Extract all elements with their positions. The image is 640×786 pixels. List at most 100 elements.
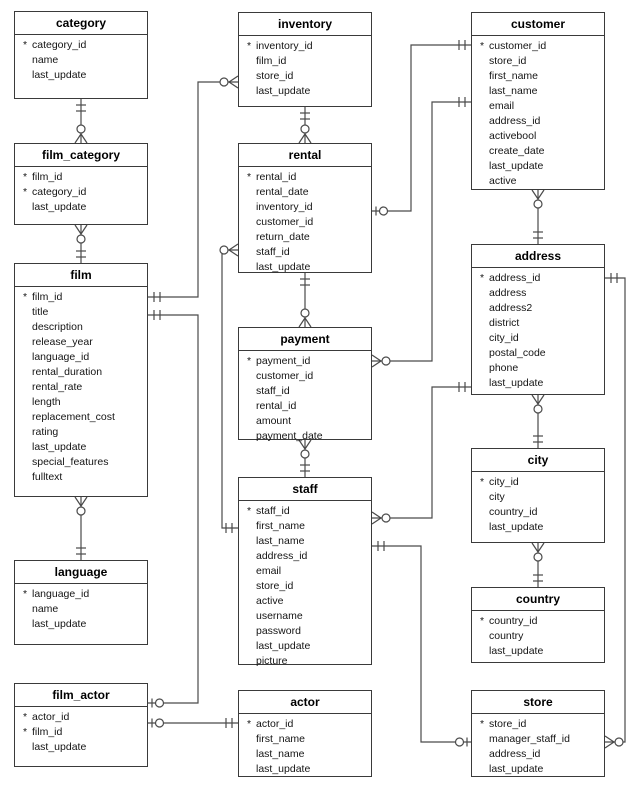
field-row: first_name <box>480 69 602 84</box>
field-row: *film_id <box>23 170 145 185</box>
field-name: language_id <box>32 588 90 600</box>
field-name: first_name <box>489 70 539 82</box>
field-name: country <box>489 630 524 642</box>
field-row: create_date <box>480 144 602 159</box>
field-row: special_features <box>23 455 145 470</box>
field-name: postal_code <box>489 347 546 359</box>
field-row: * country_id <box>480 614 602 629</box>
field-name: category_id <box>32 39 87 51</box>
field-name: city <box>489 491 505 503</box>
field-name: fulltext <box>32 471 63 483</box>
field-name: name <box>32 603 59 615</box>
field-name: country_id <box>489 615 538 627</box>
field-row: last_update <box>23 200 145 215</box>
field-row: *rental_id <box>247 170 369 185</box>
table-title: store <box>472 691 604 714</box>
connector-city-country <box>531 542 545 587</box>
table-title: payment <box>239 328 371 351</box>
connector-address-city <box>531 394 545 448</box>
field-row: last_name <box>247 747 369 762</box>
field-row: amount <box>247 414 369 429</box>
field-row: *film_id <box>23 290 145 305</box>
field-name: film_id <box>32 171 63 183</box>
field-row: replacement_cost <box>23 410 145 425</box>
field-name: last_update <box>256 763 311 775</box>
field-name: activebool <box>489 130 537 142</box>
connector-film_actor-actor <box>148 718 238 728</box>
field-row: length <box>23 395 145 410</box>
field-row: country <box>480 629 602 644</box>
connector-rental-customer <box>372 40 471 216</box>
table-title: city <box>472 449 604 472</box>
field-name: address2 <box>489 302 533 314</box>
field-name: last_update <box>489 521 544 533</box>
pk-marker: * <box>23 186 28 198</box>
field-row: *category_id <box>23 185 145 200</box>
field-name: first_name <box>256 520 306 532</box>
field-name: language_id <box>32 351 90 363</box>
field-name: last_update <box>32 69 87 81</box>
field-row: last_update <box>23 440 145 455</box>
field-name: staff_id <box>256 505 290 517</box>
field-row: *customer_id <box>480 39 602 54</box>
field-name: film_id <box>32 726 63 738</box>
field-name: film_id <box>32 291 63 303</box>
table-title: film_actor <box>15 684 147 707</box>
field-row: email <box>247 564 369 579</box>
field-row: address_id <box>247 549 369 564</box>
pk-marker: * <box>480 615 485 627</box>
field-row: active <box>480 174 602 189</box>
field-name: last_name <box>256 535 305 547</box>
field-name: customer_id <box>256 216 314 228</box>
field-row: return_date <box>247 230 369 245</box>
field-row: last_name <box>480 84 602 99</box>
field-name: release_year <box>32 336 93 348</box>
table-title: staff <box>239 478 371 501</box>
field-row: city <box>480 490 602 505</box>
field-name: last_update <box>32 618 87 630</box>
table-title: inventory <box>239 13 371 36</box>
table-title: country <box>472 588 604 611</box>
field-row: *store_id <box>480 717 602 732</box>
table-title: rental <box>239 144 371 167</box>
table-title: film <box>15 264 147 287</box>
field-row: address <box>480 286 602 301</box>
field-name: return_date <box>256 231 310 243</box>
field-name: inventory_id <box>256 201 313 213</box>
field-name: picture <box>256 655 288 667</box>
field-row: activebool <box>480 129 602 144</box>
field-row: username <box>247 609 369 624</box>
field-row: picture <box>247 654 369 669</box>
connector-film-language <box>74 496 88 560</box>
field-row: description <box>23 320 145 335</box>
table-title: actor <box>239 691 371 714</box>
field-row: last_update <box>23 68 145 83</box>
field-row: active <box>247 594 369 609</box>
field-name: city_id <box>489 476 519 488</box>
field-row: last_update <box>480 762 602 777</box>
connector-inventory-rental <box>298 107 312 144</box>
field-row: store_id <box>247 579 369 594</box>
field-row: store_id <box>247 69 369 84</box>
field-name: rental_id <box>256 171 297 183</box>
field-name: city_id <box>489 332 519 344</box>
field-name: last_update <box>32 741 87 753</box>
